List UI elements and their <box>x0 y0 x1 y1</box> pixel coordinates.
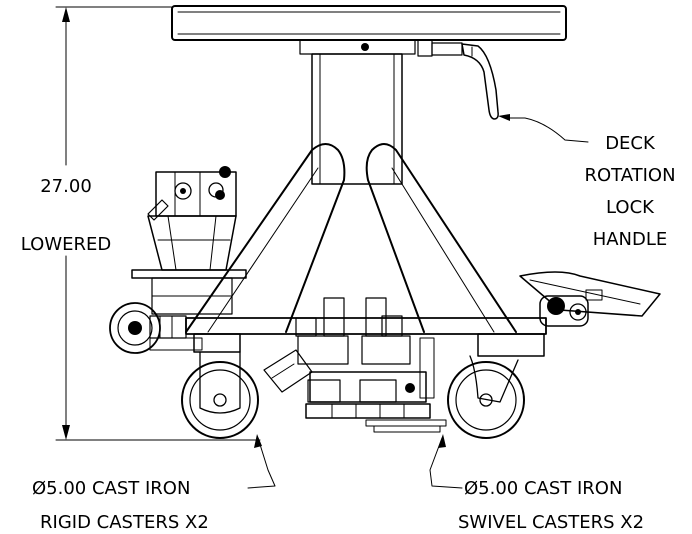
height-dimension: 27.00 LOWERED <box>21 6 261 441</box>
callout-rigid-line1: Ø5.00 CAST IRON <box>32 478 190 499</box>
right-swivel-caster <box>447 333 545 439</box>
callout-rigid-line2: RIGID CASTERS X2 <box>40 512 209 533</box>
dimension-state: LOWERED <box>21 234 111 255</box>
left-side-wheel <box>109 302 203 354</box>
leader-swivel-casters <box>429 434 463 489</box>
callout-deck-line2: ROTATION <box>584 165 675 186</box>
center-column <box>299 39 416 185</box>
callout-swivel-line2: SWIVEL CASTERS X2 <box>458 512 644 533</box>
left-rigid-caster <box>181 333 259 439</box>
deck-lock-callout: DECK ROTATION LOCK HANDLE <box>584 133 675 250</box>
callout-deck-line4: HANDLE <box>593 229 668 250</box>
foot-pedal-assembly <box>519 271 661 327</box>
callout-deck-line3: LOCK <box>606 197 655 218</box>
callout-deck-line1: DECK <box>605 133 656 154</box>
motor-assembly <box>131 166 247 315</box>
callout-swivel-line1: Ø5.00 CAST IRON <box>464 478 622 499</box>
hydraulic-valves <box>263 297 447 433</box>
swivel-casters-callout: Ø5.00 CAST IRON SWIVEL CASTERS X2 <box>458 478 644 533</box>
leader-rigid-casters <box>247 434 276 489</box>
deck-plate <box>171 5 567 41</box>
rigid-casters-callout: Ø5.00 CAST IRON RIGID CASTERS X2 <box>32 478 209 533</box>
leader-deck-lock <box>498 114 589 143</box>
dimension-value: 27.00 <box>40 176 92 197</box>
deck-lock-handle <box>417 39 499 120</box>
